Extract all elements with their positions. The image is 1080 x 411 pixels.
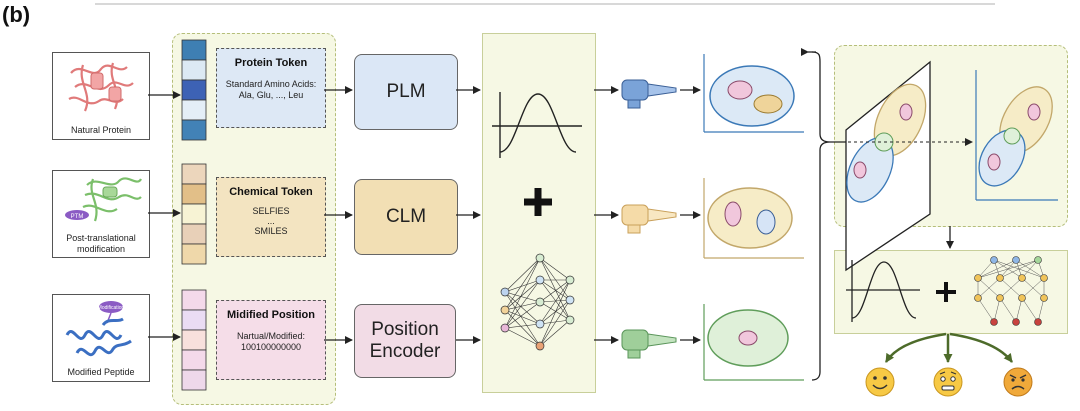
natural-protein-box: Natural Protein [52,52,150,140]
fused-embedding-plane [845,60,973,272]
neural-network-icon-small [974,256,1048,326]
token-title: Midified Position [227,309,315,321]
top-divider [95,3,995,5]
modified-peptide-icon: Modification [65,301,132,357]
modified-peptide-box: Modification Modified Peptide [52,294,150,382]
ptm-box: PTM Post-translational modification [52,170,150,258]
projector-icon-gold [621,204,677,234]
ptm-structure-icon: PTM [65,177,142,222]
modified-position-box: Midified Position Nartual/Modified: 1001… [216,300,326,380]
protein-embedding-plot [703,54,804,133]
smiling-face-icon [865,367,895,397]
gaussian-curve-icon [492,92,582,158]
token-body: SELFIES ... SMILES [252,206,290,236]
token-title: Protein Token [234,57,308,69]
gaussian-curve-icon-small [846,260,920,322]
chemical-token-box: Chemical Token SELFIES ... SMILES [216,177,326,257]
token-body: Standard Amino Acids: Ala, Glu, ..., Leu [225,79,317,100]
protein-token-strip [181,39,207,141]
plus-icon-small [936,282,956,302]
clm-box: CLM [354,179,458,255]
chemical-embedding-plot [703,178,804,259]
protein-structure-icon [68,62,134,112]
angry-face-icon [1003,367,1033,397]
projector-icon-green [621,329,677,359]
ptm-tag: PTM [71,214,84,220]
neural-network-icon [500,253,575,351]
outcome-arrows [884,332,1013,363]
chemical-token-strip [181,163,207,265]
token-body: Nartual/Modified: 100100000000 [236,331,306,352]
input-caption: Natural Protein [70,125,132,135]
plm-box: PLM [354,54,458,130]
panel-label: (b) [2,2,31,27]
position-token-strip [181,289,207,391]
merge-bracket [801,48,848,381]
input-arrows [148,86,701,344]
position-embedding-plot [703,304,804,381]
plus-icon [524,188,552,216]
input-caption: Modified Peptide [67,367,135,377]
input-caption: Post-translational modification [66,233,136,254]
protein-token-box: Protein Token Standard Amino Acids: Ala,… [216,48,326,128]
position-encoder-box: Position Encoder [354,304,456,378]
projector-icon-blue [621,79,677,109]
token-title: Chemical Token [229,186,313,198]
modification-tag: Modification [98,305,125,311]
worried-face-icon [933,367,963,397]
projected-embedding-plot [975,70,1058,201]
